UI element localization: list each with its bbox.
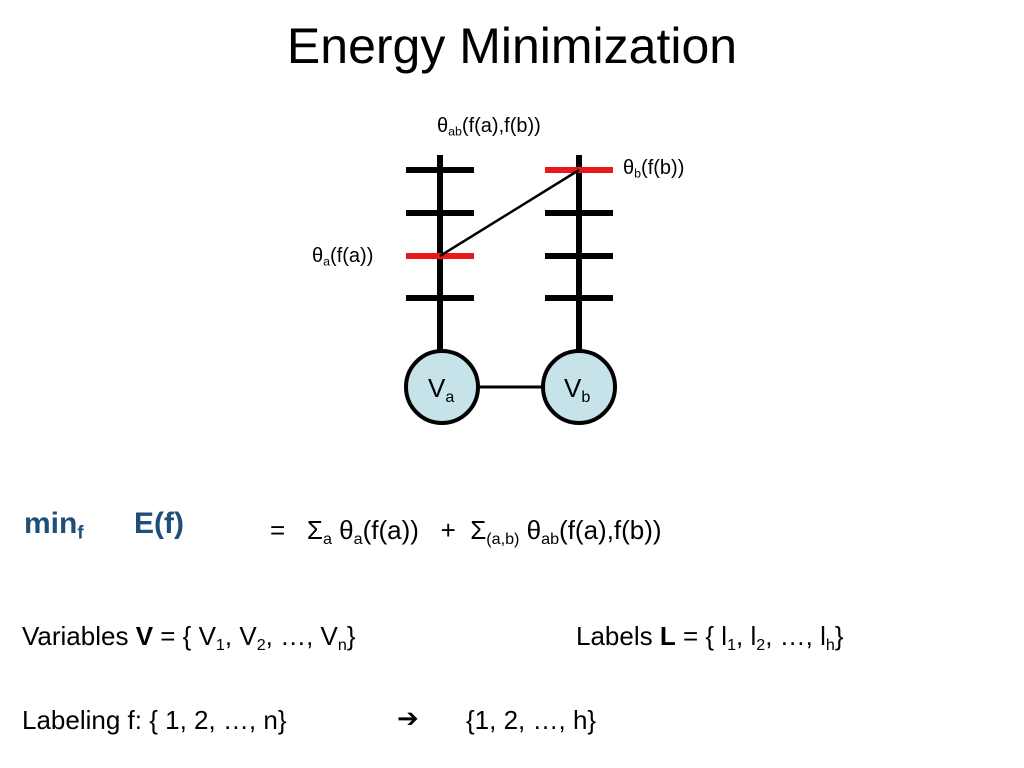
energy-function: E(f) [134, 507, 184, 540]
node-vb-label: Vb [564, 373, 591, 406]
variables-definition: Variables V = { V1, V2, …, Vn} [22, 621, 356, 654]
node-vb [541, 349, 617, 425]
min-operator: minf [24, 507, 84, 543]
labels-definition: Labels L = { l1, l2, …, lh} [576, 621, 844, 654]
arrow-icon: ➔ [397, 703, 419, 733]
equation-rhs: = Σa θa(f(a)) + Σ(a,b) θab(f(a),f(b)) [270, 515, 662, 548]
pairwise-label: θab(f(a),f(b)) [437, 115, 541, 139]
page-title: Energy Minimization [286, 18, 738, 74]
pairwise-link [439, 168, 580, 258]
labeling-domain: Labeling f: { 1, 2, …, n} [22, 705, 287, 735]
unary-b-label: θb(f(b)) [623, 157, 685, 181]
labeling-range: {1, 2, …, h} [466, 705, 597, 735]
unary-a-label: θa(f(a)) [312, 245, 374, 269]
node-va-label: Va [428, 373, 455, 406]
node-va [404, 349, 480, 425]
